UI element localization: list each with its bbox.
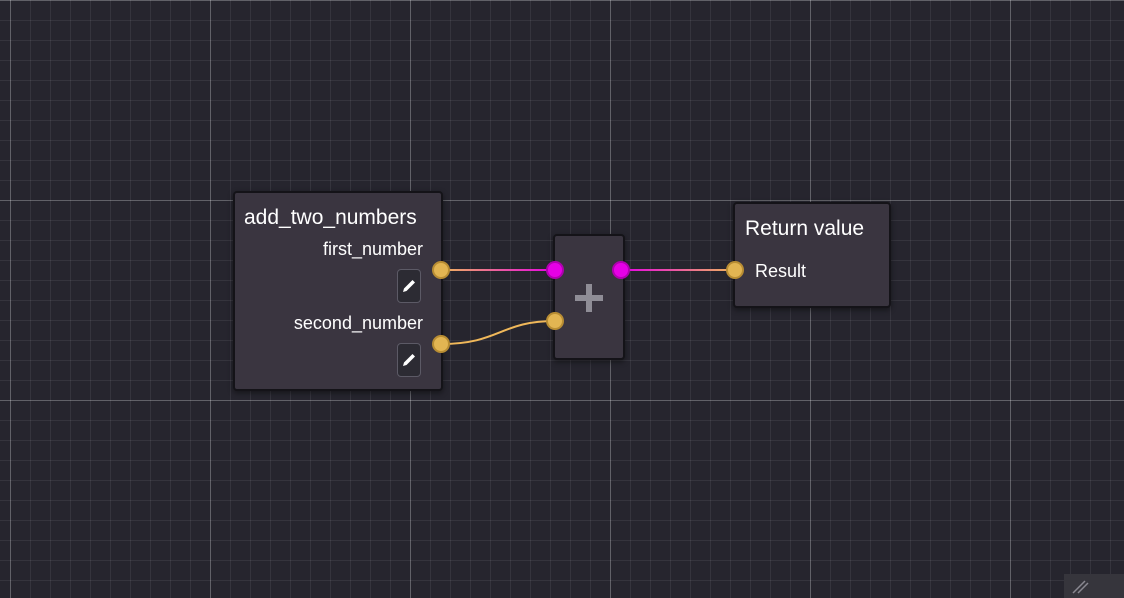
result-input-label: Result — [755, 261, 807, 281]
edit-second-number-button[interactable] — [397, 343, 421, 377]
plus-icon — [575, 284, 603, 312]
resize-grip[interactable] — [1064, 574, 1124, 598]
edit-first-number-button[interactable] — [397, 269, 421, 303]
add-operator-node[interactable] — [553, 234, 625, 360]
function-node-add-two-numbers[interactable]: add_two_numbers first_number second_numb… — [233, 191, 443, 391]
param-label-second-number: second_number — [293, 313, 423, 333]
return-value-node[interactable]: Return value Result — [733, 202, 891, 308]
pencil-icon — [403, 354, 415, 366]
add-input-a-port[interactable] — [546, 261, 564, 279]
function-node-title: add_two_numbers — [244, 206, 417, 229]
second-number-output-port[interactable] — [432, 335, 450, 353]
pencil-icon — [403, 280, 415, 292]
add-output-port[interactable] — [612, 261, 630, 279]
add-input-b-port[interactable] — [546, 312, 564, 330]
resize-grip-icon — [1072, 580, 1089, 594]
wire-second-number-to-add[interactable] — [440, 320, 556, 345]
first-number-output-port[interactable] — [432, 261, 450, 279]
param-label-first-number: first_number — [322, 239, 423, 259]
result-input-port[interactable] — [726, 261, 744, 279]
return-node-title: Return value — [745, 217, 865, 240]
